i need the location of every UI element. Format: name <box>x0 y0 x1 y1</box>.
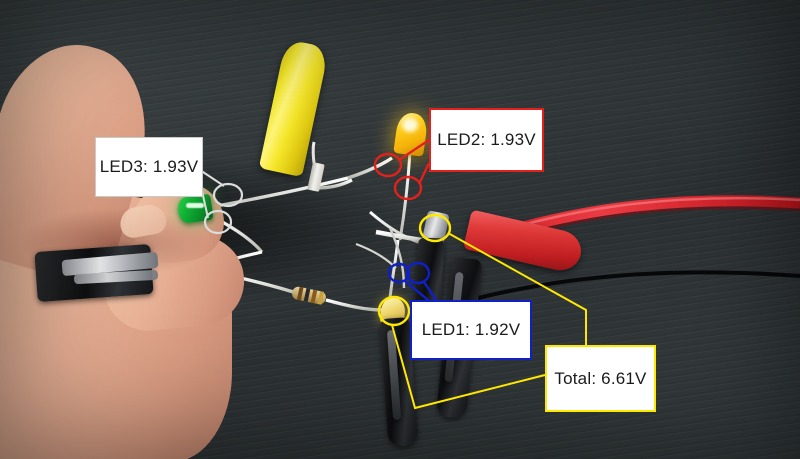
led2-voltage-text: LED2: 1.93V <box>437 130 536 149</box>
led1-marker-group <box>387 261 437 301</box>
yellow-led-glow <box>402 118 418 132</box>
led3-voltage-text: LED3: 1.93V <box>99 157 199 176</box>
total-voltage-label: Total: 6.61V <box>545 345 656 412</box>
total-voltage-text: Total: 6.61V <box>554 368 647 388</box>
led1-voltage-text: LED1: 1.92V <box>421 320 521 339</box>
total-marker-group <box>377 213 587 410</box>
led3-voltage-label: LED3: 1.93V <box>95 137 203 197</box>
led1-voltage-label: LED1: 1.92V <box>410 300 532 360</box>
led3-marker-group <box>199 169 244 235</box>
led2-marker-group <box>373 139 431 201</box>
green-led-glow <box>186 203 204 208</box>
led2-voltage-label: LED2: 1.93V <box>429 108 544 172</box>
